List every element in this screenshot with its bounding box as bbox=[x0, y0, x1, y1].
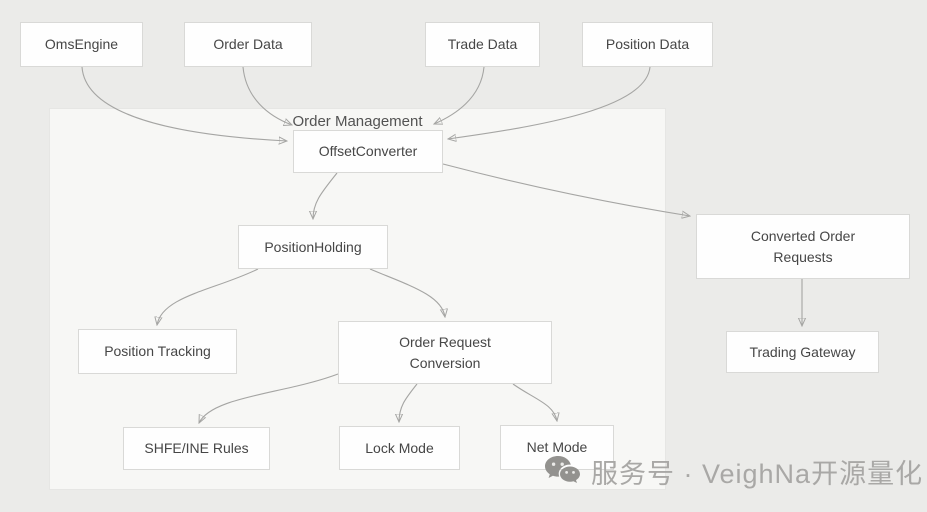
node-position-tracking: Position Tracking bbox=[78, 329, 237, 374]
node-shfe-ine-rules: SHFE/INE Rules bbox=[123, 427, 270, 470]
node-position-tracking-label: Position Tracking bbox=[104, 343, 211, 359]
node-trading-gateway: Trading Gateway bbox=[726, 331, 879, 373]
watermark-text: 服务号 · VeighNa开源量化 bbox=[591, 459, 924, 489]
node-converted-order-requests-label: Converted Order Requests bbox=[750, 227, 856, 265]
node-lock-mode-label: Lock Mode bbox=[365, 439, 434, 456]
wechat-icon bbox=[545, 455, 580, 483]
node-net-mode-label: Net Mode bbox=[526, 439, 588, 455]
node-trading-gateway-label: Trading Gateway bbox=[749, 343, 856, 360]
node-order-data: Order Data bbox=[184, 22, 312, 67]
node-oms-engine: OmsEngine bbox=[20, 22, 143, 67]
node-order-request-conversion: Order Request Conversion bbox=[338, 321, 552, 384]
watermark: 服务号 · VeighNa开源量化 bbox=[544, 452, 923, 491]
node-position-data: Position Data bbox=[582, 22, 713, 67]
node-converted-order-requests: Converted Order Requests bbox=[696, 214, 910, 279]
node-position-data-label: Position Data bbox=[605, 36, 690, 52]
node-offset-converter-label: OffsetConverter bbox=[318, 143, 418, 159]
node-trade-data: Trade Data bbox=[425, 22, 540, 67]
group-title: Order Management bbox=[292, 113, 423, 130]
node-order-request-conversion-label: Order Request Conversion bbox=[399, 333, 491, 371]
node-order-data-label: Order Data bbox=[213, 36, 283, 52]
node-position-holding-label: PositionHolding bbox=[264, 238, 362, 255]
node-position-holding: PositionHolding bbox=[238, 225, 388, 269]
node-trade-data-label: Trade Data bbox=[447, 36, 518, 52]
node-shfe-ine-rules-label: SHFE/INE Rules bbox=[144, 440, 249, 456]
node-oms-engine-label: OmsEngine bbox=[44, 36, 119, 52]
node-offset-converter: OffsetConverter bbox=[293, 130, 443, 173]
node-lock-mode: Lock Mode bbox=[339, 426, 460, 470]
